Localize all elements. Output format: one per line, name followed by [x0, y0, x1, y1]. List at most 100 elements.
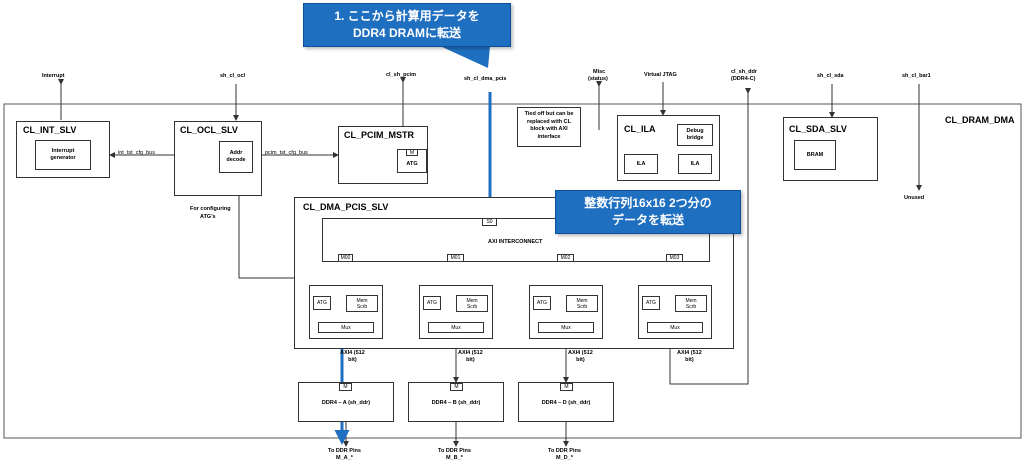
axi4-c-2: bit) [685, 357, 694, 363]
mem-a-2: Scrb [356, 303, 368, 310]
pcim-m-port: M [406, 149, 418, 156]
mem-b-1: Mem [466, 297, 478, 304]
pins-a-2: M_A_* [336, 455, 353, 461]
pins-b-2: M_B_* [446, 455, 463, 461]
pins-d-1: To DDR Pins [548, 448, 581, 454]
ila-box-2: ILA [678, 154, 712, 174]
callout-mid-line2: データを転送 [611, 213, 684, 227]
axi4-a-1: AXI4 (512 [340, 350, 365, 356]
interrupt-gen-line1: Interrupt [51, 148, 75, 154]
tied-line1: Tied off but can be [524, 111, 574, 117]
m00-port: M00 [338, 254, 353, 262]
channel-a-atg: ATG [313, 296, 331, 310]
callout-top-line2: DDR4 DRAMに転送 [352, 26, 461, 40]
tied-line3: block with AXI [530, 126, 568, 132]
mem-d-1: Mem [576, 297, 588, 304]
ddr4-a-label: DDR4 – A (sh_ddr) [321, 400, 371, 406]
callout-middle: 整数行列16x16 2つ分の データを転送 [555, 190, 741, 234]
cl-sda-slv-block: CL_SDA_SLV BRAM [783, 117, 878, 181]
bus-pcim-tst-cfg: pcim_tst_cfg_bus [265, 150, 308, 156]
signal-cl-sh-pcim: cl_sh_pcim [386, 72, 416, 78]
signal-misc-status: (status) [588, 76, 608, 82]
axi4-c-1: AXI4 (512 [677, 350, 702, 356]
tied-off-note: Tied off but can be replaced with CL blo… [518, 111, 580, 141]
axi4-a-2: bit) [348, 357, 357, 363]
signal-misc: Misc [593, 69, 606, 75]
signal-virtual-jtag: Virtual JTAG [644, 72, 677, 78]
ddr4-a-m-port: M [339, 383, 352, 391]
cl-ila-title: CL_ILA [624, 124, 656, 134]
callout-top: 1. ここから計算用データを DDR4 DRAMに転送 [303, 3, 511, 47]
addr-decode-line1: Addr [229, 150, 243, 156]
callout-mid-line1: 整数行列16x16 2つ分の [584, 196, 712, 210]
signal-unused: Unused [904, 195, 925, 201]
tied-line4: interface [537, 133, 561, 140]
mem-a-1: Mem [356, 297, 368, 304]
cl-ocl-slv-title: CL_OCL_SLV [180, 125, 238, 135]
channel-d-atg: ATG [533, 296, 551, 310]
signal-sh-cl-dma-pcis: sh_cl_dma_pcis [464, 76, 507, 82]
pins-b-1: To DDR Pins [438, 448, 471, 454]
channel-a-mux: Mux [318, 322, 374, 333]
pcim-atg-label: ATG [406, 161, 418, 167]
mem-c-1: Mem [685, 297, 697, 304]
ddr4-b-label: DDR4 – B (sh_ddr) [431, 400, 481, 406]
mem-d-2: Scrb [576, 303, 588, 310]
interrupt-gen-line2: generator [50, 155, 76, 161]
ila-box-1: ILA [624, 154, 658, 174]
mem-c-2: Scrb [685, 303, 697, 310]
pins-a-1: To DDR Pins [328, 448, 361, 454]
addr-decode-line2: decode [226, 157, 246, 163]
outer-block-title: CL_DRAM_DMA [945, 115, 1015, 125]
channel-c-atg: ATG [642, 296, 660, 310]
signal-sh-cl-bar1: sh_cl_bar1 [902, 73, 931, 79]
channel-b-atg: ATG [423, 296, 441, 310]
ddr4-b-m-port: M [450, 383, 463, 391]
signal-cl-sh-ddr-sub: (DDR4-C) [731, 76, 756, 82]
signal-cl-sh-ddr: cl_sh_ddr [731, 69, 757, 75]
debug-line2: bridge [686, 135, 704, 141]
axi-interconnect-label: AXI INTERCONNECT [488, 239, 543, 245]
ddr4-d-block: M DDR4 – D (sh_ddr) [518, 382, 614, 422]
ddr4-d-label: DDR4 – D (sh_ddr) [541, 400, 591, 406]
bram-box: BRAM [794, 140, 836, 170]
cl-pcim-mstr-title: CL_PCIM_MSTR [344, 130, 415, 140]
config-note-line2: ATG's [200, 214, 216, 220]
channel-c-mux: Mux [647, 322, 703, 333]
signal-sh-cl-sda: sh_cl_sda [817, 73, 844, 79]
mem-b-2: Scrb [466, 303, 478, 310]
signal-interrupt: Interrupt [42, 73, 65, 79]
tied-line2: replaced with CL [526, 118, 571, 125]
tied-off-note-box: Tied off but can be replaced with CL blo… [517, 107, 581, 147]
channel-b-mux: Mux [428, 322, 484, 333]
axi-interconnect-block: AXI INTERCONNECT [322, 218, 710, 262]
signal-sh-cl-ocl: sh_cl_ocl [220, 73, 246, 79]
axi4-d-2: bit) [576, 357, 585, 363]
m03-port: M03 [666, 254, 683, 262]
debug-line1: Debug [686, 128, 704, 134]
pins-d-2: M_D_* [556, 455, 573, 461]
axi4-b-2: bit) [466, 357, 475, 363]
ddr4-d-m-port: M [560, 383, 573, 391]
m02-port: M02 [557, 254, 574, 262]
